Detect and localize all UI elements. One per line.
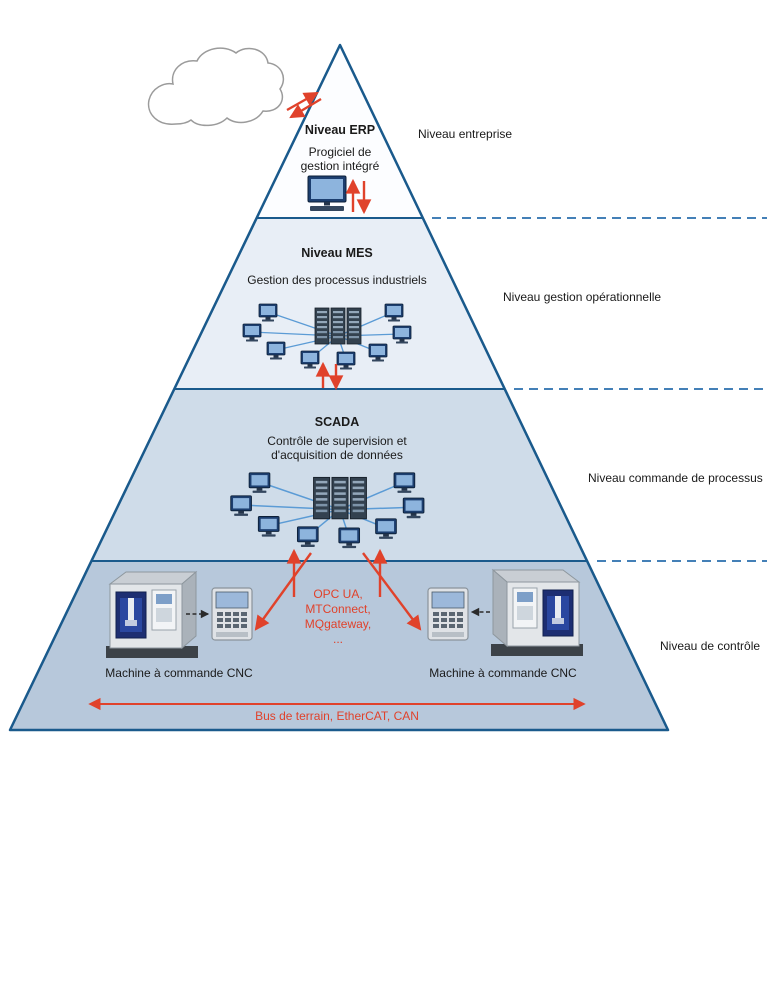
cnc-machine-right: [490, 569, 584, 657]
mes-title: Niveau MES: [301, 246, 373, 260]
side-label-enterprise: Niveau entreprise: [418, 127, 513, 141]
pyramid-outline: [8, 43, 670, 732]
scada-control-arrows: [254, 548, 422, 631]
erp-title: Niveau ERP: [304, 123, 376, 137]
machine-label-right: Machine à commande CNC: [429, 666, 577, 680]
erp-mes-arrows: [345, 178, 372, 215]
cloud-icon: [147, 47, 285, 127]
cnc-machine-left: [105, 571, 199, 659]
control-panel-left: [211, 587, 253, 641]
protocols-label: OPC UA, MTConnect, MQgateway, ...: [304, 587, 372, 646]
side-label-control: Niveau de contrôle: [660, 639, 761, 653]
cloud-erp-arrows: [286, 91, 322, 119]
erp-description: Progiciel de gestion intégré: [300, 145, 380, 173]
side-label-process-control: Niveau commande de processus: [588, 471, 763, 485]
fieldbus-label: Bus de terrain, EtherCAT, CAN: [255, 709, 419, 723]
scada-description: Contrôle de supervision et d'acquisition…: [267, 434, 407, 462]
scada-title: SCADA: [314, 415, 360, 429]
side-label-operations: Niveau gestion opérationnelle: [503, 290, 662, 304]
level-boundary-dashes: [432, 217, 767, 562]
control-panel-right: [427, 587, 469, 641]
machine-panel-arrows: [186, 607, 490, 619]
mes-description: Gestion des processus industriels: [247, 273, 427, 287]
mes-scada-arrows: [315, 361, 344, 391]
machine-label-left: Machine à commande CNC: [105, 666, 253, 680]
